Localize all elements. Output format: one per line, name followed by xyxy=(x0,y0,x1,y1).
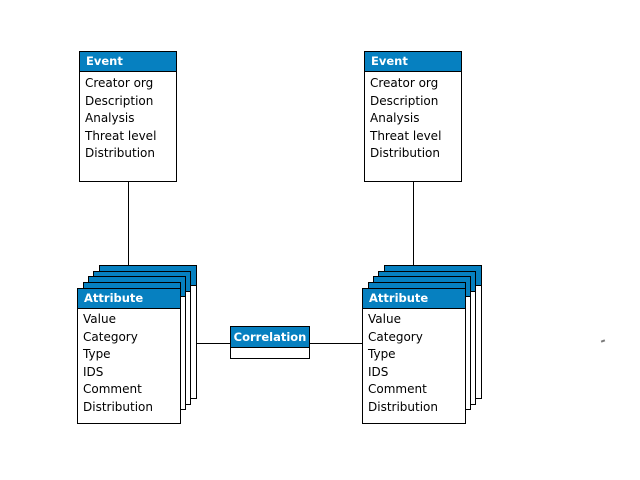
attribute-stack-left: Attribute Value Category Type IDS Commen… xyxy=(77,265,207,430)
attribute-field-value: Value xyxy=(368,312,401,326)
attribute-box-right-header: Attribute xyxy=(363,289,465,309)
attribute-field-distribution: Distribution xyxy=(368,399,439,414)
event-box-right-field-list: Creator org Description Analysis Threat … xyxy=(365,72,461,166)
connector-event-right-to-attribute-right xyxy=(413,182,414,266)
attribute-box-left-field-list: Value Category Type IDS Comment Distribu… xyxy=(78,309,180,420)
event-box-left-header: Event xyxy=(80,52,176,72)
event-box-left-field-list: Creator org Description Analysis Threat … xyxy=(80,72,176,166)
connector-attribute-left-to-correlation xyxy=(185,343,230,344)
event-field-distribution: Distribution xyxy=(85,146,156,161)
event-field-threat-level: Threat level xyxy=(85,128,157,143)
attribute-box-right[interactable]: Attribute Value Category Type IDS Commen… xyxy=(362,288,466,424)
correlation-box-empty-body xyxy=(231,348,309,358)
event-field-description: Description xyxy=(370,93,439,108)
attribute-box-right-field-list: Value Category Type IDS Comment Distribu… xyxy=(363,309,465,420)
event-box-right-header: Event xyxy=(365,52,461,72)
attribute-field-ids: IDS xyxy=(83,364,104,379)
stray-mark-artifact xyxy=(600,339,606,343)
event-field-analysis: Analysis xyxy=(85,111,135,126)
attribute-box-left[interactable]: Attribute Value Category Type IDS Commen… xyxy=(77,288,181,424)
attribute-field-comment: Comment xyxy=(368,382,427,397)
correlation-box[interactable]: Correlation xyxy=(230,326,310,359)
attribute-field-category: Category xyxy=(368,329,423,344)
event-field-creator-org: Creator org xyxy=(370,76,439,90)
connector-event-left-to-attribute-left xyxy=(128,182,129,266)
event-box-right[interactable]: Event Creator org Description Analysis T… xyxy=(364,51,462,182)
event-field-analysis: Analysis xyxy=(370,111,420,126)
attribute-stack-right: Attribute Value Category Type IDS Commen… xyxy=(362,265,492,430)
attribute-field-type: Type xyxy=(368,347,396,362)
attribute-field-distribution: Distribution xyxy=(83,399,154,414)
event-field-creator-org: Creator org xyxy=(85,76,154,90)
correlation-box-header: Correlation xyxy=(231,327,309,348)
attribute-box-left-header: Attribute xyxy=(78,289,180,309)
event-box-left[interactable]: Event Creator org Description Analysis T… xyxy=(79,51,177,182)
event-field-description: Description xyxy=(85,93,154,108)
attribute-field-comment: Comment xyxy=(83,382,142,397)
attribute-field-value: Value xyxy=(83,312,116,326)
event-field-distribution: Distribution xyxy=(370,146,441,161)
attribute-field-category: Category xyxy=(83,329,138,344)
attribute-field-type: Type xyxy=(83,347,111,362)
connector-correlation-to-attribute-right xyxy=(310,343,362,344)
attribute-field-ids: IDS xyxy=(368,364,389,379)
event-field-threat-level: Threat level xyxy=(370,128,442,143)
